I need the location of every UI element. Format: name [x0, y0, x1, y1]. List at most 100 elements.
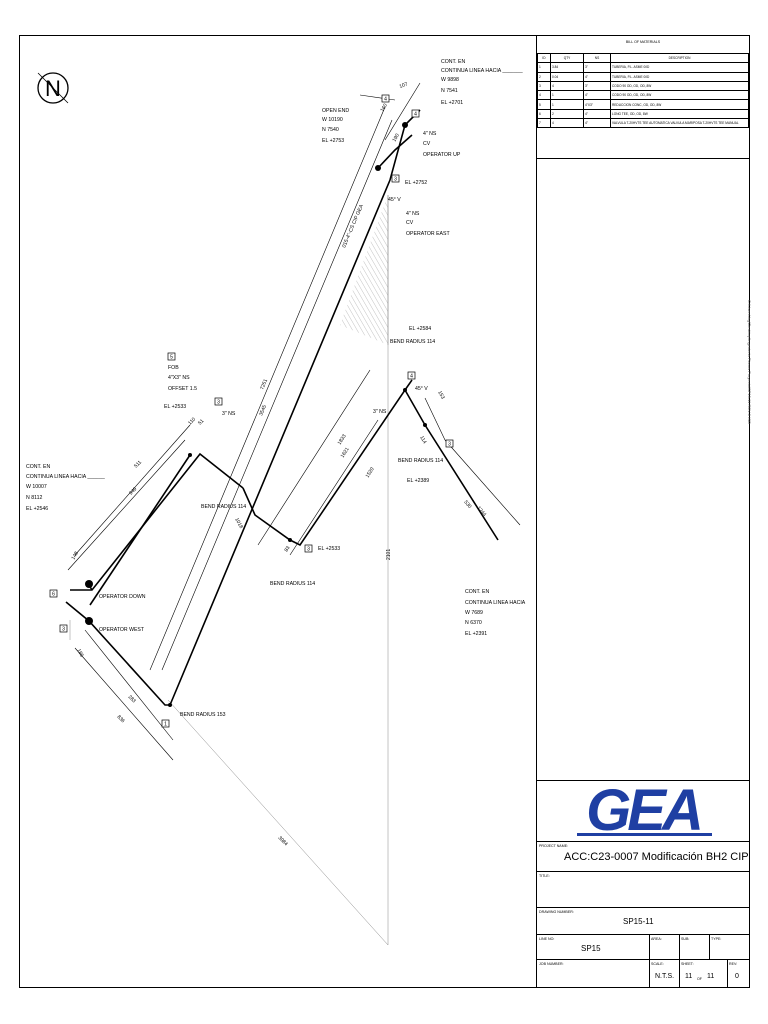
joint-markers	[85, 122, 427, 707]
ref-text: 3	[448, 442, 451, 448]
line-spec: 015-4"-CS CIP GEA	[341, 203, 365, 249]
ref-tag: 6	[49, 589, 58, 598]
dim-value: 1621	[340, 446, 351, 459]
line-area-row: LINE NO: SP15 AREA: SUB: TYPE:	[537, 935, 749, 960]
cont2-c: W 7689	[465, 610, 483, 616]
bom-cell: 4"	[583, 71, 611, 82]
scale-value: N.T.S.	[655, 973, 675, 980]
ref-text: 3	[394, 177, 397, 183]
dim-value: 107	[399, 81, 409, 90]
operator-down: OPERATOR DOWN	[99, 594, 146, 600]
ref-text: 1	[164, 722, 167, 728]
open-end-a: OPEN END	[322, 108, 349, 114]
ref-text: 4	[410, 374, 413, 380]
ref-text: 4	[414, 112, 417, 118]
ref-tag: 5	[167, 352, 176, 361]
bom-cell: 3.84	[550, 62, 584, 73]
bend-radius-114-a: BEND RADIUS 114	[390, 339, 435, 345]
job-number-label: JOB NUMBER:	[539, 962, 564, 966]
bom-title: BILL OF MATERIALS	[625, 40, 661, 44]
sheets-total: 11	[707, 973, 715, 980]
annotations: CONT. EN CONTINUA LINEA HACIA _______ W …	[26, 59, 526, 718]
type-label: TYPE:	[711, 937, 722, 941]
bom-cell: 1	[550, 90, 584, 101]
el-2584: EL +2584	[409, 326, 431, 332]
bom-header-qty: QTY	[550, 52, 584, 64]
drawing-number: SP15-11	[623, 917, 654, 926]
angle-45-mid: 45° V	[415, 386, 428, 392]
rev-value: 0	[735, 973, 739, 980]
open-end-b: W 10190	[322, 117, 343, 123]
dim-value: 3084	[277, 835, 289, 847]
ref-text: 3	[307, 547, 310, 553]
dim-value: 1520	[365, 466, 376, 479]
bom-cell: TUBERIA, P.L. ASME 0/ID	[610, 71, 749, 82]
bom-header-ns: NS	[583, 52, 611, 64]
bom-cell: 3	[537, 80, 551, 92]
cv-up-a: 4" NS	[423, 131, 437, 137]
fob-a: FOB	[168, 365, 179, 371]
bom-cell: 4"	[583, 118, 611, 129]
bend-radius-114-b: BEND RADIUS 114	[398, 458, 443, 464]
bend-radius-114-c: BEND RADIUS 114	[201, 504, 246, 510]
divider	[709, 935, 710, 960]
dim-value: 83	[284, 545, 292, 553]
bom-cell: 7	[537, 118, 551, 129]
project-name-row: PROJECT NAME: ACC:C23-0007 Modificación …	[537, 842, 749, 872]
bom-cell: 1	[537, 62, 551, 73]
bom-cell: LONG TEE, OD, OD, 8W	[610, 108, 749, 120]
bom-cell: CODO 90 OD, OD, OD, 8W	[610, 90, 749, 101]
dim-value: 185	[75, 648, 84, 658]
bom-cell: 4"	[583, 108, 611, 120]
bom-cell: 1	[550, 99, 584, 110]
ref-text: 3	[62, 627, 65, 633]
title-row: TITLE:	[537, 872, 749, 908]
line-no: SP15	[581, 944, 601, 953]
dim-value: 148	[71, 551, 80, 561]
el-2533a: EL +2533	[164, 404, 186, 410]
fob-c: OFFSET 1.5	[168, 386, 197, 392]
title-label: TITLE:	[539, 874, 550, 878]
cont2-d: N 6370	[465, 620, 482, 626]
cont3-d: N 8112	[26, 495, 42, 501]
el-2389: EL +2389	[407, 478, 429, 484]
project-name-label: PROJECT NAME:	[539, 844, 569, 848]
cont2-e: EL +2391	[465, 631, 487, 637]
ref-text: 5	[170, 355, 173, 361]
dimension-lines	[67, 82, 521, 761]
bom-cell: 0.04	[550, 71, 584, 82]
bom-cell: 4	[550, 118, 584, 129]
drawing-border	[19, 35, 750, 988]
right-panel	[536, 35, 750, 988]
gea-logo-icon: GEA	[577, 778, 712, 843]
bom-cell: 4"X3"	[583, 99, 611, 110]
ref-tag: 3	[391, 174, 400, 183]
bom-header-row: ID QTY NS DESCRIPTION	[537, 52, 749, 64]
ref-tag: 3	[59, 624, 68, 633]
ref-text: 4	[384, 97, 387, 103]
ref-tag: 4	[407, 371, 416, 380]
ref-tag: 3	[214, 397, 223, 406]
sheet-label: SHEET:	[681, 962, 694, 966]
ref-tags: 3 4 4 4 3 3 3 5 6 1 3	[49, 94, 454, 728]
dim-value: 51	[197, 418, 205, 426]
cont3-c: W 10007	[26, 484, 47, 490]
scale-label: SCALE:	[651, 962, 664, 966]
logo-box: GEA	[537, 778, 749, 843]
ref-text: 6	[52, 592, 55, 598]
bom-cell: VALVULA T-20HVTS TEE AUTOMATICA VALVULA …	[610, 118, 749, 129]
bend-radius-153: BEND RADIUS 153	[180, 712, 226, 718]
bom-cell: REDUCCION CONC, OD, OD, 8W	[610, 99, 749, 110]
cont3-b: CONTINUA LINEA HACIA ______	[26, 474, 105, 480]
ref-tag: 4	[411, 109, 420, 118]
bom-cell: 2	[537, 71, 551, 82]
